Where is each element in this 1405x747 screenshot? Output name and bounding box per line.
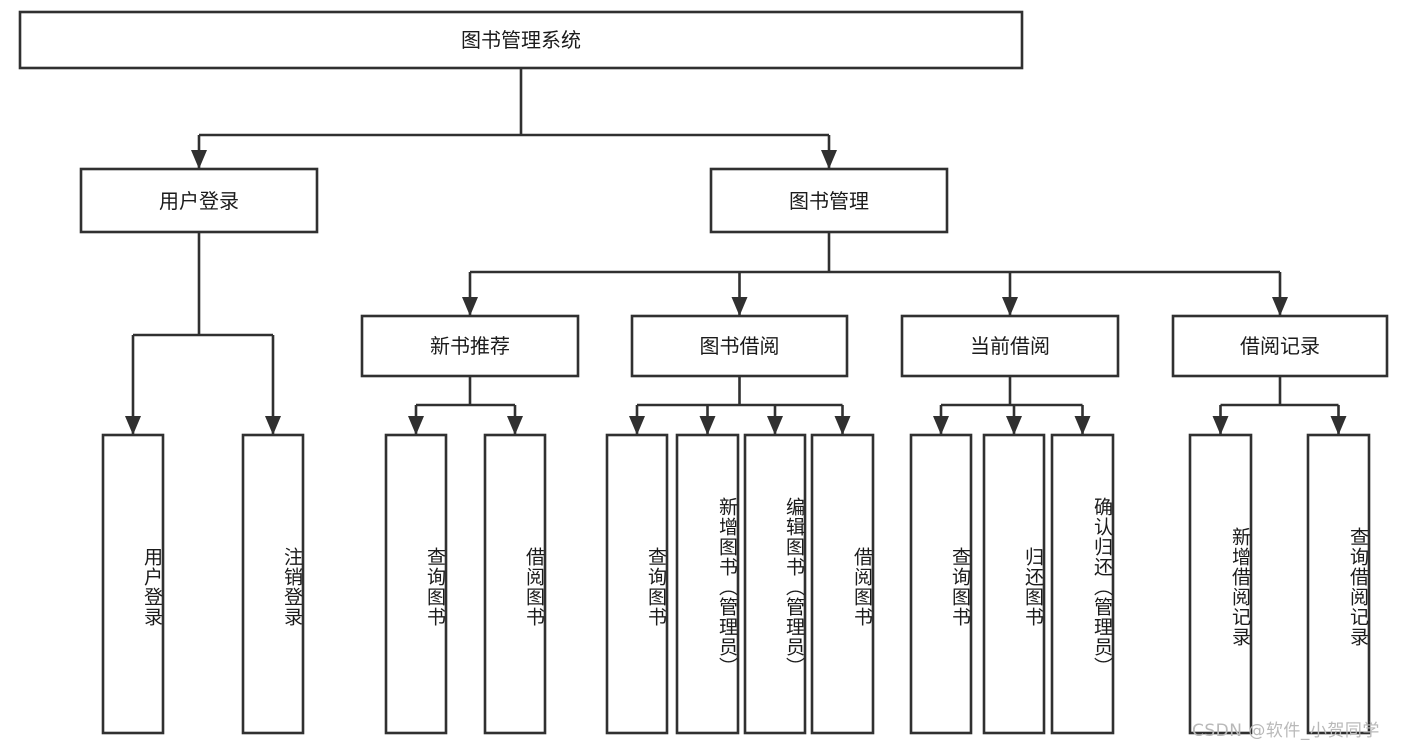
node-box-leaf-query-book-c[interactable] [909,433,973,735]
arrow-head-icon [767,416,783,435]
arrow-head-icon [731,297,748,316]
arrow-head-icon [1272,297,1288,316]
arrow-head-icon [834,416,851,435]
node-box-leaf-confirm-return[interactable] [1050,433,1115,735]
arrow-head-icon [629,416,645,435]
node-box-root[interactable] [18,10,1024,70]
arrow-head-icon [1002,297,1018,316]
node-box-leaf-borrow-book-a[interactable] [483,433,547,735]
arrow-head-icon [507,416,523,435]
arrow-head-icon [933,416,949,435]
arrow-head-icon [1006,416,1022,435]
arrow-head-icon [699,416,716,435]
node-box-l3-book-borrow[interactable] [630,314,849,378]
node-box-leaf-user-login[interactable] [101,433,165,735]
node-box-l2-user-login[interactable] [79,167,319,234]
connector-lines-layer [125,68,1347,435]
node-box-leaf-query-record[interactable] [1306,433,1371,735]
node-box-leaf-query-book-b[interactable] [605,433,669,735]
node-box-l2-book-mgmt[interactable] [709,167,949,234]
arrow-head-icon [408,416,424,435]
arrow-head-icon [462,297,478,316]
node-box-leaf-return-book[interactable] [982,433,1046,735]
node-box-l3-borrow-record[interactable] [1171,314,1389,378]
arrow-head-icon [821,150,837,169]
arrow-head-icon [1212,416,1229,435]
node-box-leaf-add-record[interactable] [1188,433,1253,735]
arrow-head-icon [265,416,281,435]
node-box-l3-new-book-rec[interactable] [360,314,580,378]
node-boxes-layer [18,10,1389,735]
arrow-head-icon [1074,416,1091,435]
arrow-head-icon [191,150,207,169]
node-box-l3-current-borrow[interactable] [900,314,1120,378]
arrow-head-icon [125,416,141,435]
node-box-leaf-query-book-a[interactable] [384,433,448,735]
node-box-leaf-edit-book[interactable] [743,433,807,735]
arrow-head-icon [1330,416,1347,435]
node-box-leaf-borrow-book-b[interactable] [810,433,875,735]
node-box-leaf-add-book[interactable] [675,433,740,735]
node-box-leaf-logout[interactable] [241,433,305,735]
